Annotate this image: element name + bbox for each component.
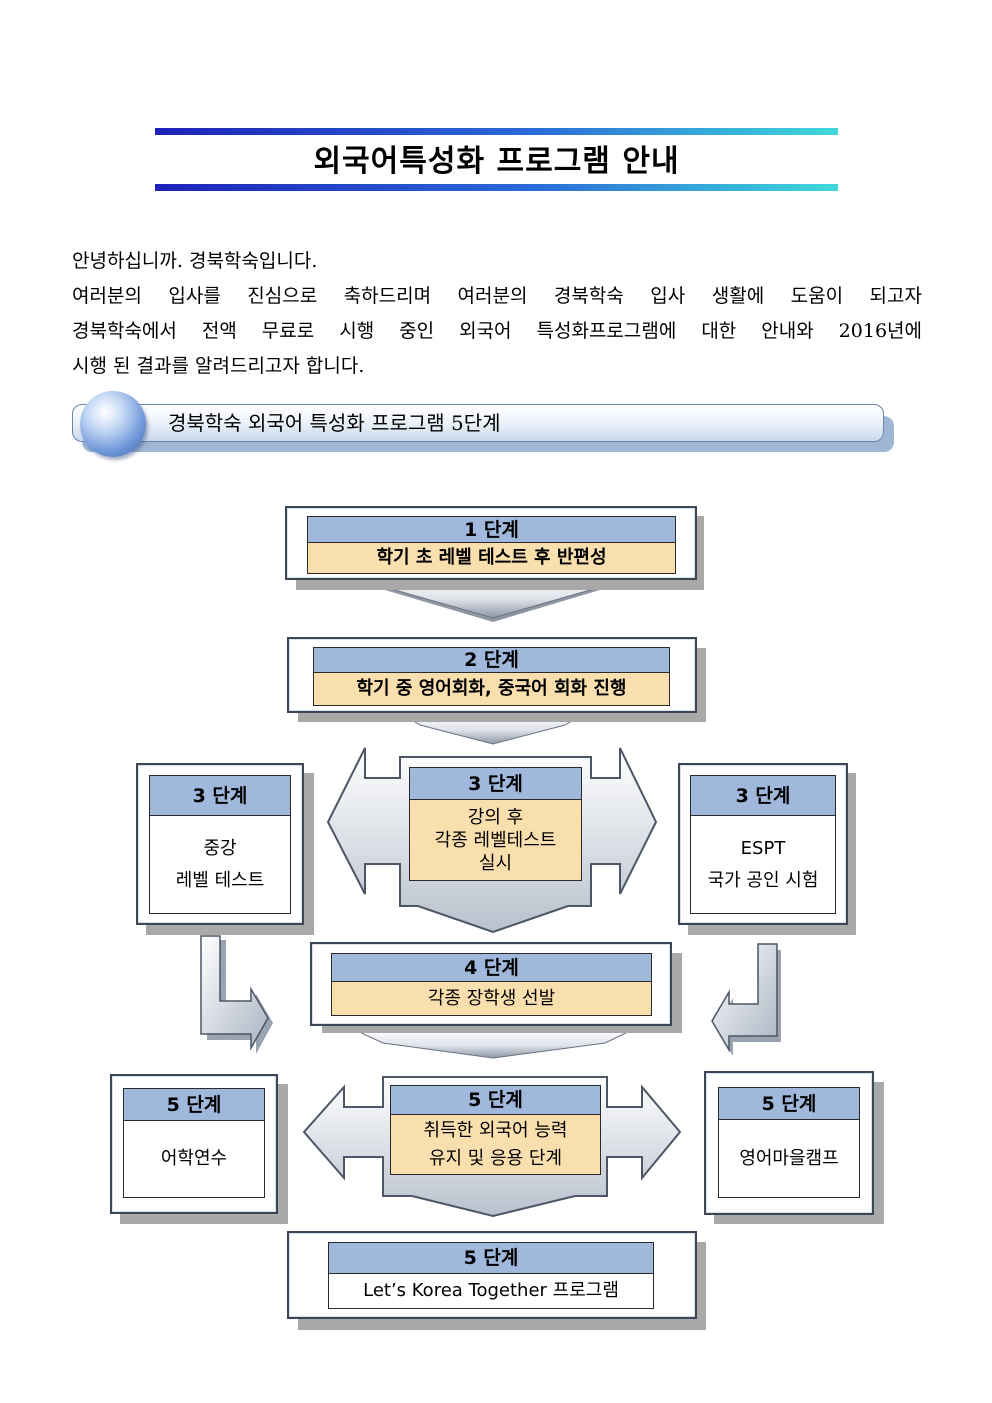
step5-center-description: 취득한 외국어 능력 유지 및 응용 단계 — [390, 1114, 601, 1175]
sphere-icon — [80, 391, 146, 457]
step3-left-stage-label: 3 단계 — [149, 775, 291, 816]
step3-center-desc-line2: 각종 레벨테스트 — [434, 829, 557, 851]
step2-stage-label: 2 단계 — [313, 647, 670, 673]
step5-center-desc-line1: 취득한 외국어 능력 — [423, 1119, 568, 1141]
intro-line-4: 시행 된 결과를 알려드리고자 합니다. — [72, 355, 365, 377]
intro-line-1: 안녕하십니까. 경북학숙입니다. — [72, 250, 318, 272]
step3-right-desc-line1: ESPT — [740, 837, 786, 859]
step3-right-description: ESPT 국가 공인 시험 — [690, 815, 836, 914]
step5-left-description: 어학연수 — [123, 1120, 265, 1198]
step5-right-stage-label: 5 단계 — [718, 1087, 860, 1120]
step3-right-stage-label: 3 단계 — [690, 775, 836, 816]
step1-description: 학기 초 레벨 테스트 후 반편성 — [307, 542, 676, 574]
step3-left-desc-line1: 중강 — [203, 837, 237, 859]
section-header-title: 경북학숙 외국어 특성화 프로그램 5단계 — [168, 411, 501, 435]
intro-paragraph: 안녕하십니까. 경북학숙입니다. 여러분의 입사를 진심으로 축하드리며 여러분… — [72, 244, 922, 384]
step3-left-description: 중강 레벨 테스트 — [149, 815, 291, 914]
arrow-down-4 — [354, 1029, 633, 1059]
step3-right-desc-line2: 국가 공인 시험 — [707, 869, 819, 891]
step5-bottom-description: Let’s Korea Together 프로그램 — [328, 1273, 654, 1309]
step5-right-description: 영어마을캠프 — [718, 1119, 860, 1198]
step4-stage-label: 4 단계 — [331, 953, 652, 982]
step5-left-stage-label: 5 단계 — [123, 1088, 265, 1121]
step2-description: 학기 중 영어회화, 중국어 회화 진행 — [313, 672, 670, 706]
page-title: 외국어특성화 프로그램 안내 — [313, 144, 680, 179]
title-bottom-rule — [155, 184, 838, 191]
step5-bottom-stage-label: 5 단계 — [328, 1242, 654, 1274]
step3-center-desc-line3: 실시 — [478, 852, 513, 874]
step5-center-stage-label: 5 단계 — [390, 1085, 601, 1115]
step3-center-desc-line1: 강의 후 — [467, 806, 524, 828]
title-top-rule — [155, 128, 838, 135]
step4-description: 각종 장학생 선발 — [331, 981, 652, 1016]
intro-line-3: 경북학숙에서 전액 무료로 시행 중인 외국어 특성화프로그램에 대한 안내와 … — [72, 320, 922, 342]
step1-stage-label: 1 단계 — [307, 516, 676, 543]
step3-center-stage-label: 3 단계 — [409, 767, 582, 800]
intro-line-2: 여러분의 입사를 진심으로 축하드리며 여러분의 경북학숙 입사 생활에 도움이… — [72, 285, 922, 307]
section-header-bar — [72, 404, 884, 442]
step5-center-desc-line2: 유지 및 응용 단계 — [428, 1147, 563, 1169]
arrow-bent-left-face — [200, 935, 269, 1051]
arrow-bent-right-face — [711, 943, 778, 1053]
step3-left-desc-line2: 레벨 테스트 — [175, 869, 265, 891]
step3-center-description: 강의 후 각종 레벨테스트 실시 — [409, 799, 582, 881]
